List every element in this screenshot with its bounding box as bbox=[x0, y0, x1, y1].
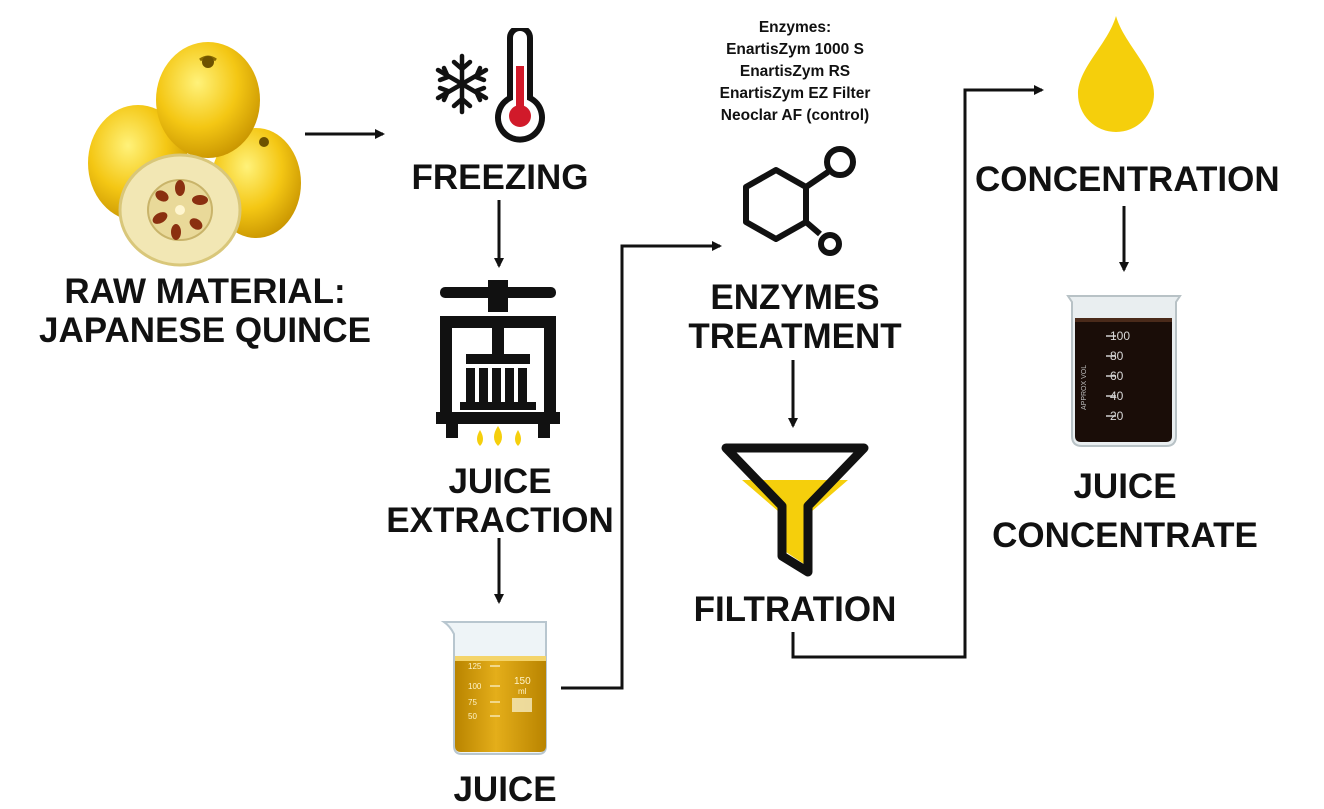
large-beaker-mark-20: 20 bbox=[1110, 409, 1124, 423]
large-beaker-mark-100: 100 bbox=[1110, 329, 1130, 343]
juice-concentrate-label: JUICE CONCENTRATE bbox=[975, 462, 1275, 560]
large-beaker-mark-60: 60 bbox=[1110, 369, 1124, 383]
concentrate-beaker-image: 100 80 60 40 20 APPROX VOL bbox=[1066, 295, 1182, 447]
enzyme-item: EnartisZym 1000 S bbox=[726, 41, 864, 58]
thermometer-icon bbox=[495, 28, 545, 143]
juice-label: JUICE bbox=[453, 770, 557, 809]
arrow-filtration-to-concentration bbox=[791, 85, 1044, 659]
raw-material-label: RAW MATERIAL: JAPANESE QUINCE bbox=[30, 272, 380, 350]
drop-icon bbox=[1078, 16, 1154, 132]
enzymes-list: Enzymes: EnartisZym 1000 S EnartisZym RS… bbox=[690, 17, 900, 127]
juice-extraction-line1: JUICE bbox=[448, 462, 552, 501]
juice-extraction-label: JUICE EXTRACTION bbox=[370, 462, 630, 540]
filtration-label: FILTRATION bbox=[693, 590, 897, 629]
enzyme-item: EnartisZym RS bbox=[739, 63, 851, 80]
beaker-mark-125: 125 bbox=[468, 662, 482, 671]
arrow-juice-to-enzymes bbox=[561, 241, 722, 690]
freezing-label: FREEZING bbox=[411, 158, 589, 197]
fruit-press-icon bbox=[436, 280, 560, 446]
enzyme-item: EnartisZym EZ Filter bbox=[719, 85, 871, 102]
juice-concentrate-line1: JUICE bbox=[1073, 467, 1177, 506]
enzyme-item: Neoclar AF (control) bbox=[720, 107, 870, 124]
quince-fruit-image bbox=[88, 42, 301, 267]
beaker-mark-75: 75 bbox=[468, 698, 477, 707]
large-beaker-mark-80: 80 bbox=[1110, 349, 1124, 363]
large-beaker-side-text: APPROX VOL bbox=[1081, 365, 1088, 410]
beaker-capacity: 150 bbox=[514, 676, 531, 687]
snowflake-icon bbox=[435, 53, 489, 115]
beaker-unit: ml bbox=[518, 687, 527, 696]
enzymes-treatment-line1: ENZYMES bbox=[710, 278, 880, 317]
beaker-mark-100: 100 bbox=[468, 682, 482, 691]
concentration-label: CONCENTRATION bbox=[975, 160, 1280, 199]
juice-extraction-line2: EXTRACTION bbox=[386, 501, 614, 541]
raw-material-line1: RAW MATERIAL: bbox=[64, 272, 346, 311]
enzymes-treatment-label: ENZYMES TREATMENT bbox=[660, 278, 930, 356]
raw-material-line2: JAPANESE QUINCE bbox=[39, 311, 371, 351]
large-beaker-mark-40: 40 bbox=[1110, 389, 1124, 403]
enzymes-treatment-line2: TREATMENT bbox=[688, 317, 902, 357]
beaker-mark-50: 50 bbox=[468, 712, 477, 721]
molecule-icon bbox=[743, 146, 856, 256]
enzymes-heading: Enzymes: bbox=[758, 19, 832, 36]
juice-concentrate-line2: CONCENTRATE bbox=[992, 516, 1258, 555]
juice-beaker-image: 125 100 75 50 150 ml bbox=[440, 621, 547, 755]
funnel-icon bbox=[721, 443, 869, 577]
